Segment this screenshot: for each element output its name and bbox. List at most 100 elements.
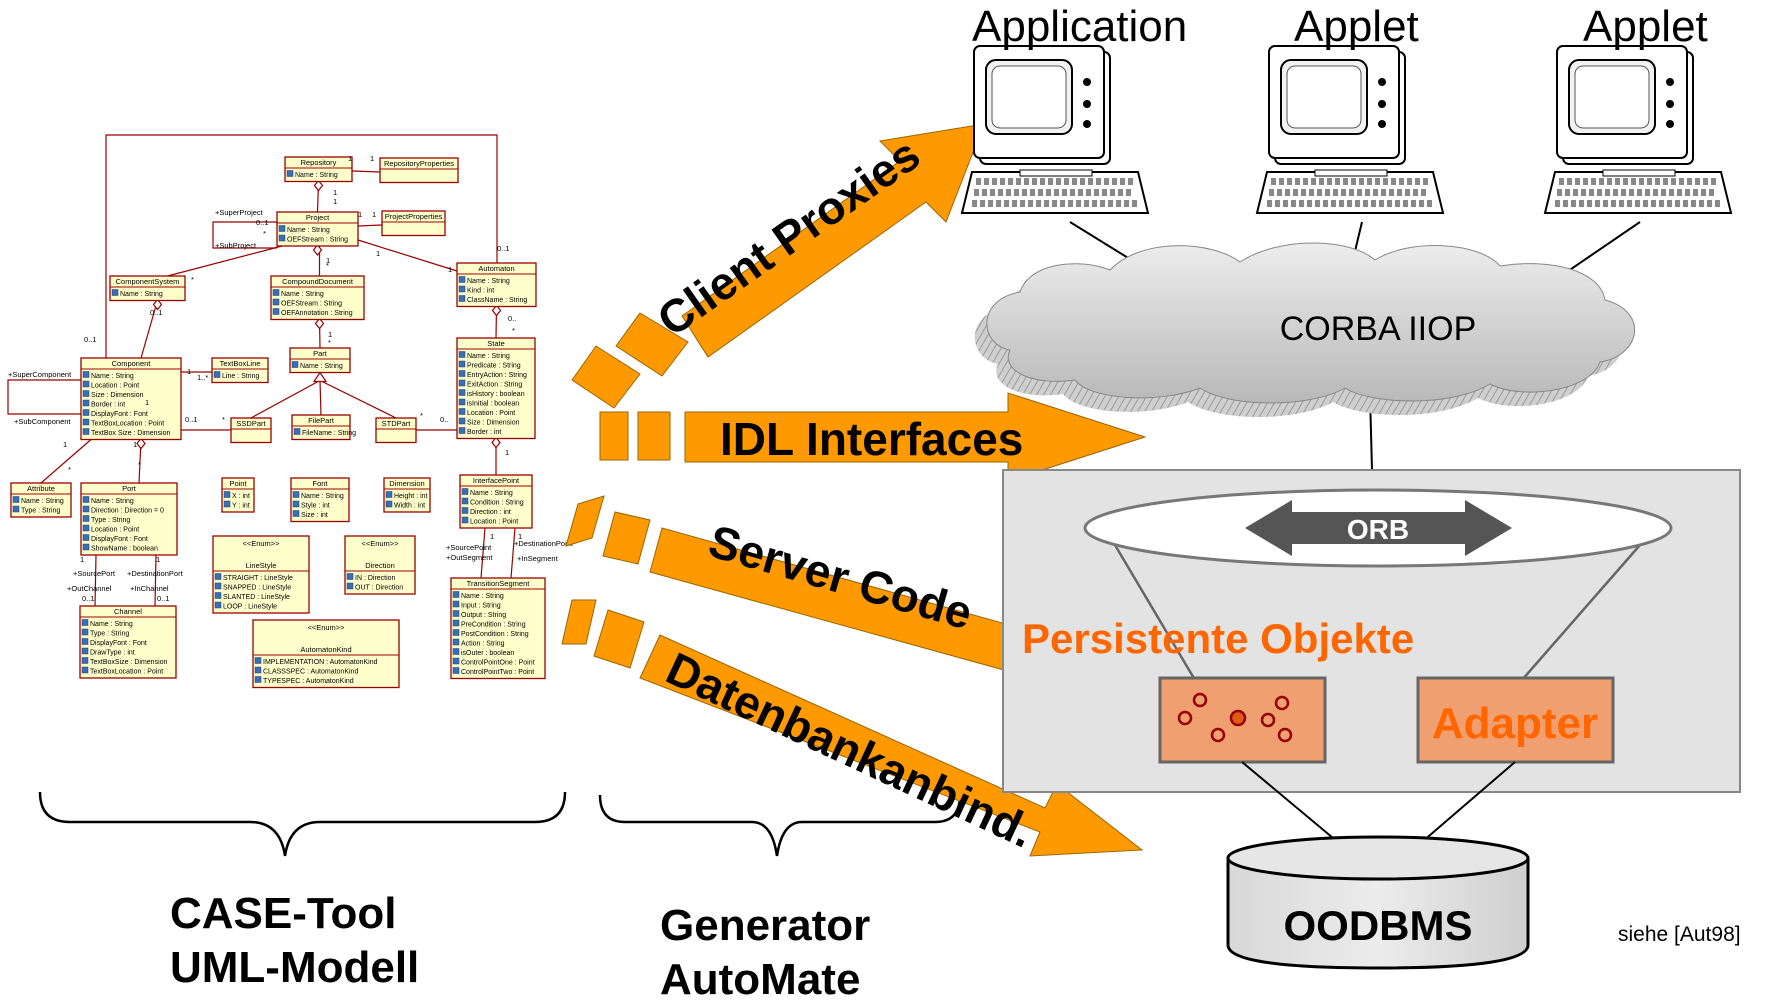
uml-role-label: 1 xyxy=(145,398,149,407)
uml-attribute-icon xyxy=(452,619,460,627)
uml-attribute: DisplayFont : Font xyxy=(91,411,148,418)
uml-attribute-icon xyxy=(81,647,89,655)
uml-attribute-icon xyxy=(82,380,90,388)
uml-attribute-icon xyxy=(82,534,90,541)
uml-attribute: OEFStream : String xyxy=(281,301,342,308)
uml-role-label: * xyxy=(512,326,515,335)
uml-attribute: Size : Dimension xyxy=(91,392,144,399)
uml-attribute-icon xyxy=(82,390,90,397)
uml-attribute: Input : String xyxy=(461,603,501,610)
machine-label-applet-2: Applet xyxy=(1583,2,1708,51)
uml-attribute-icon xyxy=(458,417,466,425)
oodbms-label: OODBMS xyxy=(1284,902,1473,949)
uml-role-label: 1 xyxy=(372,210,376,219)
uml-attribute: ShowName : boolean xyxy=(91,546,158,553)
uml-attribute-icon xyxy=(458,389,466,396)
uml-role-label: 1 xyxy=(448,265,452,274)
uml-attribute: Location : Point xyxy=(91,527,139,534)
uml-attribute: Name : String xyxy=(295,172,338,179)
uml-attribute-icon xyxy=(458,351,466,358)
uml-attribute: Size : int xyxy=(301,512,328,519)
uml-class-name: State xyxy=(487,339,505,348)
uml-role-label: 0.. xyxy=(508,314,516,323)
uml-attribute-icon xyxy=(81,657,89,664)
orb-double-arrow xyxy=(1245,500,1512,556)
uml-attribute: ExitAction : String xyxy=(467,382,522,389)
uml-class-name: Attribute xyxy=(27,484,55,493)
uml-attribute: Action : String xyxy=(461,641,505,648)
uml-attribute-icon xyxy=(458,379,466,387)
uml-attribute: Size : Dimension xyxy=(467,420,520,427)
uml-attribute-icon xyxy=(458,285,466,293)
uml-attribute-icon xyxy=(385,491,393,498)
uml-role-label: +SourcePort xyxy=(73,569,116,578)
uml-role-label: * xyxy=(263,229,266,238)
uml-class-name: Dimension xyxy=(389,479,424,488)
uml-class-name: ComponentSystem xyxy=(116,277,180,286)
uml-role-label: 1 xyxy=(348,154,352,163)
uml-attribute: Name : String xyxy=(461,593,504,600)
uml-attribute-icon xyxy=(82,428,90,435)
uml-class-name: Font xyxy=(312,479,328,488)
uml-attribute: SLANTED : LineStyle xyxy=(223,594,290,601)
uml-class-name: Project xyxy=(306,213,330,222)
uml-attribute-icon xyxy=(461,507,469,514)
uml-attribute: PostCondition : String xyxy=(461,631,529,638)
uml-attribute-icon xyxy=(272,289,280,296)
uml-attribute-icon xyxy=(82,418,90,426)
uml-attribute: Height : int xyxy=(394,493,428,500)
uml-attribute: Direction : int xyxy=(470,509,511,516)
uml-class-name: Repository xyxy=(301,158,337,167)
uml-attribute: IN : Direction xyxy=(355,575,396,582)
uml-class-name: AutomatonKind xyxy=(300,645,351,654)
uml-attribute: Name : String xyxy=(300,363,343,370)
uml-role-label: 1 xyxy=(156,555,160,564)
uml-attribute-icon xyxy=(214,601,222,609)
uml-attribute: TYPESPEC : AutomatonKind xyxy=(263,678,354,685)
uml-attribute-icon xyxy=(452,610,460,617)
uml-attribute: Border : int xyxy=(91,402,125,409)
uml-attribute-icon xyxy=(293,428,301,435)
uml-attribute: Border : int xyxy=(467,429,501,436)
uml-role-label: 0..1 xyxy=(82,594,95,603)
computer-1 xyxy=(960,45,1150,214)
uml-attribute: Name : String xyxy=(120,291,163,298)
reference-note: siehe [Aut98] xyxy=(1618,923,1741,946)
machine-label-application: Application xyxy=(972,2,1188,51)
uml-attribute-icon xyxy=(272,298,280,306)
uml-attribute-icon xyxy=(82,496,90,503)
uml-attribute: EntryAction : String xyxy=(467,372,527,379)
uml-attribute: Location : Point xyxy=(467,410,515,417)
uml-attribute-icon xyxy=(458,398,466,406)
uml-attribute-icon xyxy=(458,360,466,368)
uml-class-name: Point xyxy=(229,479,247,488)
uml-attribute-icon xyxy=(254,676,262,683)
uml-attribute-icon xyxy=(291,361,299,368)
uml-class-name: Component xyxy=(112,359,152,368)
uml-attribute: Name : String xyxy=(467,353,510,360)
computer-3 xyxy=(1543,45,1733,214)
orb-label: ORB xyxy=(1347,514,1409,545)
uml-attribute-icon xyxy=(292,491,300,498)
uml-role-label: 1 xyxy=(328,330,332,339)
uml-attribute-icon xyxy=(12,496,20,503)
uml-attribute: Name : String xyxy=(90,621,133,628)
uml-attribute-icon xyxy=(452,591,460,598)
uml-role-label: 1 xyxy=(490,532,494,541)
uml-attribute-icon xyxy=(81,666,89,674)
uml-role-label: +SourcePoint xyxy=(446,543,492,552)
uml-attribute: Location : Point xyxy=(91,383,139,390)
arrow-label-client-proxies: Client Proxies xyxy=(648,128,929,347)
